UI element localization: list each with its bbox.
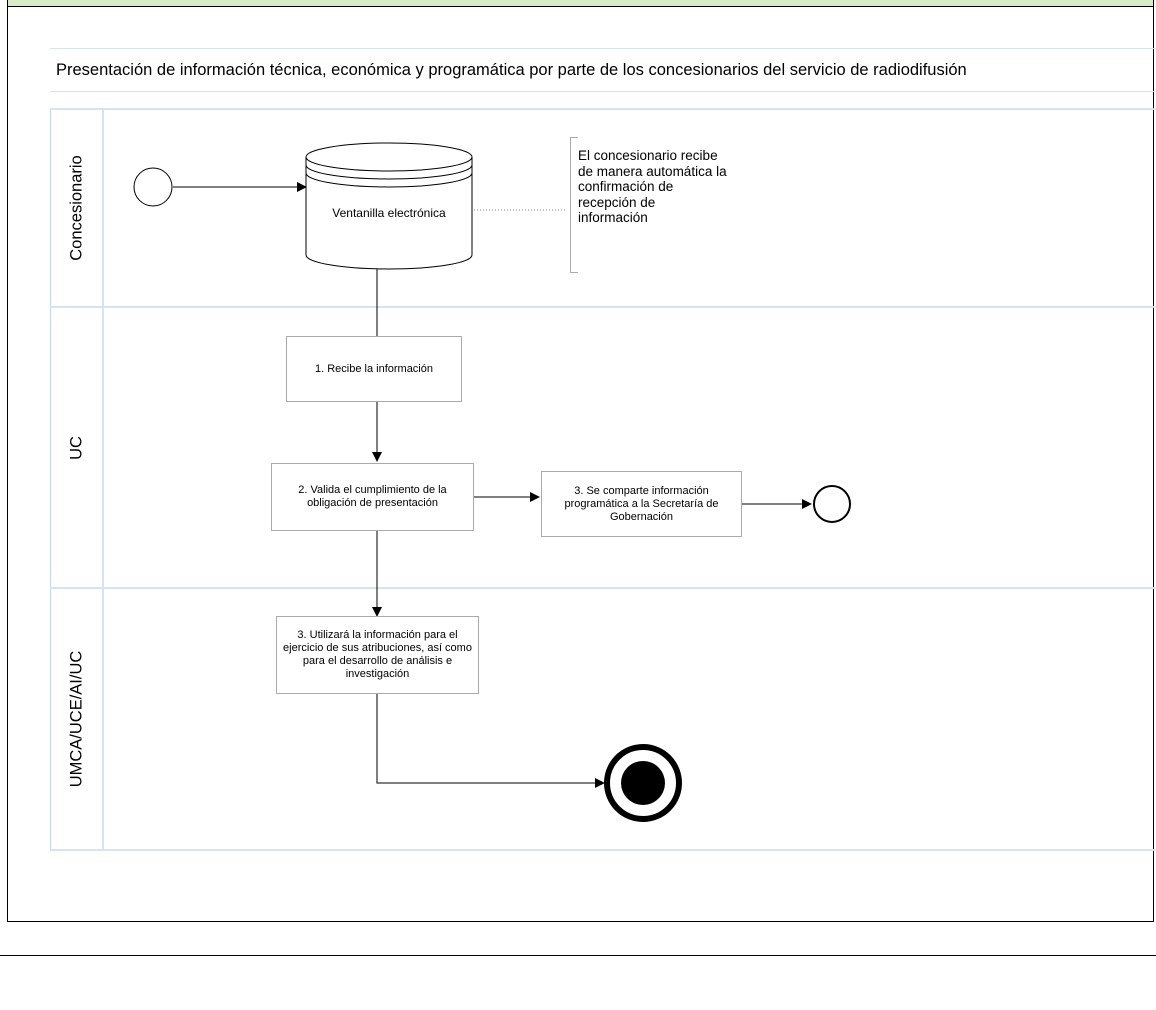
task-utilizara-informacion: 3. Utilizará la información para el ejer…: [276, 616, 479, 694]
task-label: 3. Utilizará la información para el ejer…: [283, 629, 472, 680]
lane-concesionario: Concesionario: [50, 110, 1156, 308]
final-end-event: [604, 744, 682, 822]
pool-spacer: [50, 92, 1156, 110]
pool-title: Presentación de información técnica, eco…: [50, 48, 1156, 92]
lane-umca: UMCA/UCE/AI/UC: [50, 589, 1156, 851]
task-label: 1. Recibe la información: [314, 362, 433, 375]
lane-header-umca: UMCA/UCE/AI/UC: [50, 589, 104, 849]
task-label: 2. Valida el cumplimiento de la obligaci…: [298, 484, 447, 509]
lane-uc: UC: [50, 308, 1156, 589]
end-event-task3: [813, 485, 851, 523]
datastore-cylinder: [305, 142, 473, 270]
lane-header-uc: UC: [50, 308, 104, 587]
bottom-divider: [0, 955, 1156, 956]
task-recibe-informacion: 1. Recibe la información: [286, 336, 462, 402]
annotation-bracket: [570, 137, 578, 273]
start-event: [133, 167, 173, 207]
diagram-frame: [7, 0, 1154, 922]
annotation-text: El concesionario recibe de manera automá…: [578, 148, 727, 225]
task-valida-cumplimiento: 2. Valida el cumplimiento de la obligaci…: [271, 463, 474, 531]
lane-header-concesionario: Concesionario: [50, 110, 104, 306]
header-band: [7, 0, 1154, 7]
task-comparte-informacion: 3. Se comparte información programática …: [541, 471, 742, 537]
flow-task4-to-final: [376, 694, 605, 788]
task-label: 3. Se comparte información programática …: [564, 484, 719, 523]
datastore-label: Ventanilla electrónica: [332, 206, 446, 220]
